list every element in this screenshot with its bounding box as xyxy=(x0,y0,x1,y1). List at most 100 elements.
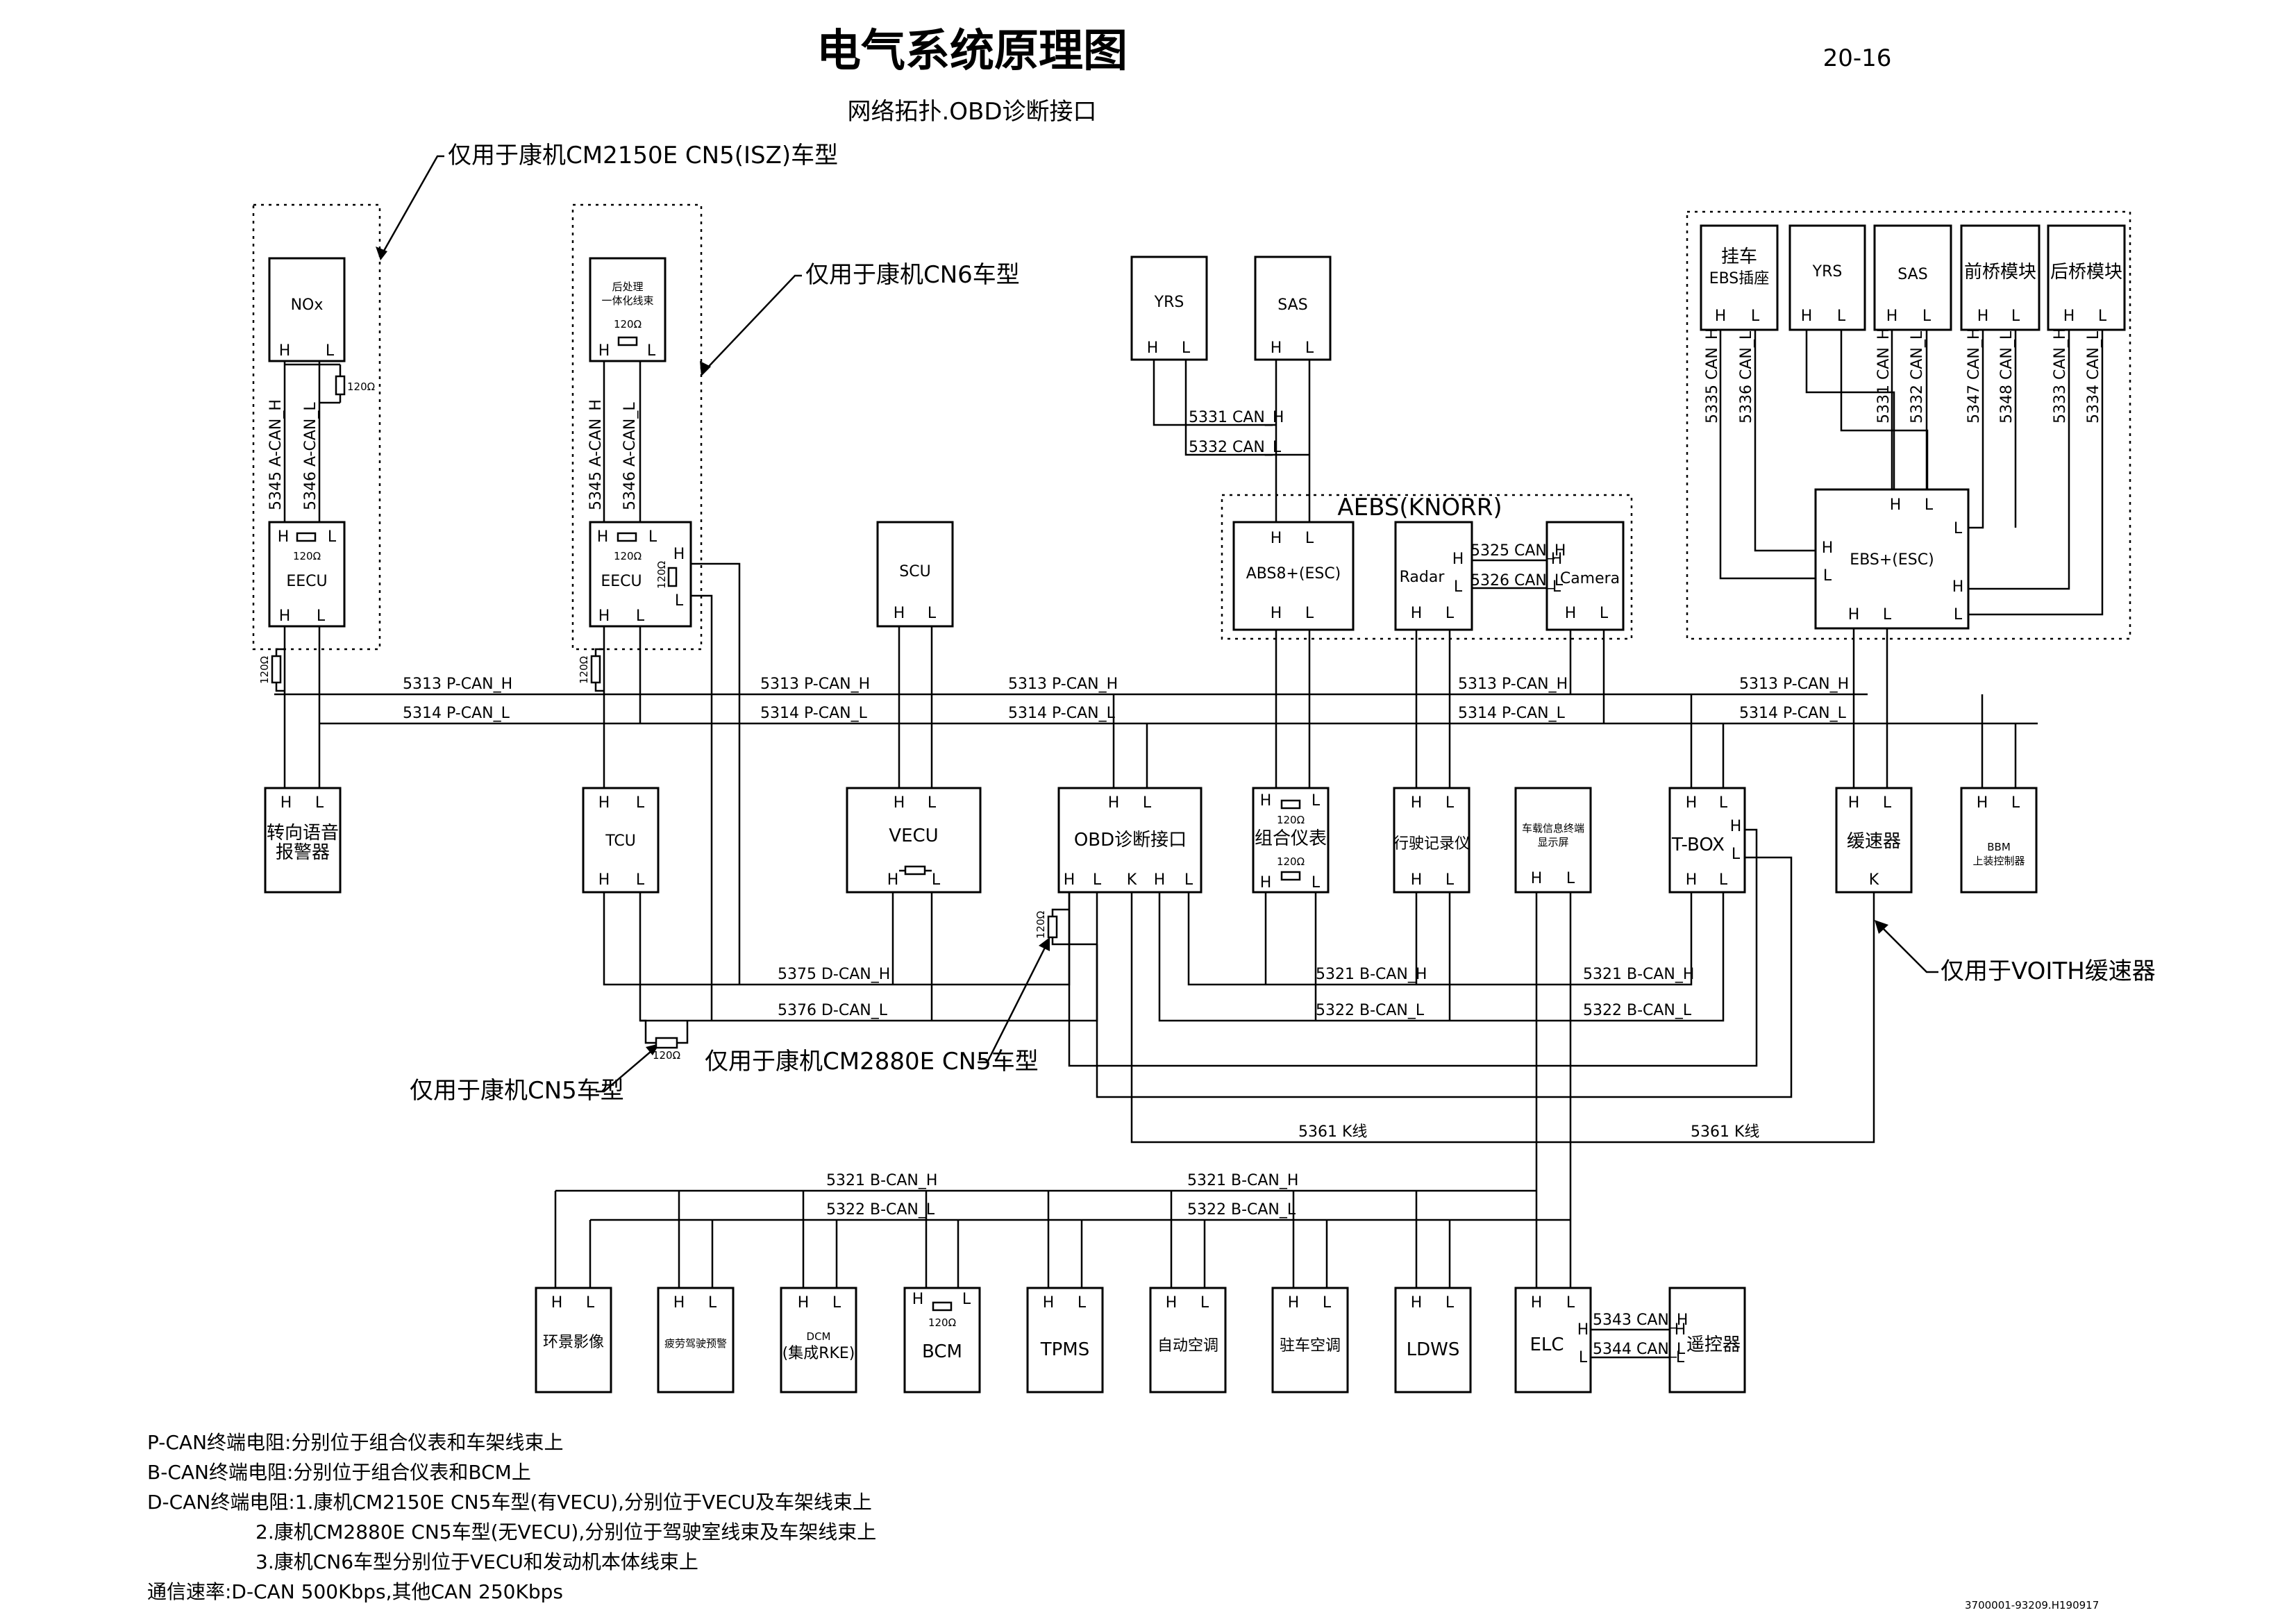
pin-l: L xyxy=(1312,792,1321,810)
pin-l: L xyxy=(2011,794,2020,812)
pin-h: H xyxy=(673,1294,685,1312)
module-turn-voice-label-2: 报警器 xyxy=(276,842,330,863)
module-telematics-label-2: 显示屏 xyxy=(1537,836,1568,848)
wire-label-5347: 5347 CAN_H xyxy=(1966,328,1983,424)
module-camera xyxy=(1545,521,1625,631)
pin-h: H xyxy=(1147,340,1159,357)
wire-label-5335: 5335 CAN_H xyxy=(1704,328,1721,424)
wire-label-kline: 5361 K线 xyxy=(1298,1123,1367,1141)
arrow-head-icon xyxy=(700,361,711,376)
footer-note-5: 3.康机CN6车型分别位于VECU和发动机本体线束上 xyxy=(255,1550,698,1573)
module-vecu xyxy=(846,787,982,894)
pin-h: H xyxy=(1288,1294,1300,1312)
pin-k: K xyxy=(1127,871,1137,889)
module-ebs-label: EBS+(ESC) xyxy=(1850,551,1934,569)
wire xyxy=(640,1019,656,1044)
pin-h: H xyxy=(598,871,610,889)
wire-label-pcan-l: 5314 P-CAN_L xyxy=(1739,705,1847,722)
pin-l: L xyxy=(1579,1349,1588,1366)
wire-label-pcan-h: 5313 P-CAN_H xyxy=(760,676,870,693)
pin-h: H xyxy=(1260,792,1272,810)
resistor-label: 120Ω xyxy=(614,550,642,562)
wire xyxy=(1968,330,1984,529)
module-scu xyxy=(876,521,954,628)
pin-l: L xyxy=(1305,530,1314,547)
module-radar-label: Radar xyxy=(1400,569,1446,586)
pin-l: L xyxy=(1143,794,1152,812)
pin-h: H xyxy=(1166,1294,1178,1312)
pin-h: H xyxy=(279,342,291,360)
wire-label-pcan-h: 5313 P-CAN_H xyxy=(1739,676,1849,693)
pin-h: H xyxy=(1531,1294,1543,1312)
wire-label-5331b: 5331 CAN_H xyxy=(1875,328,1893,424)
pin-l: L xyxy=(1922,308,1932,325)
resistor-icon xyxy=(1047,915,1058,939)
wire xyxy=(1719,330,1816,580)
pin-l: L xyxy=(326,342,335,360)
module-eecu-label: EECU xyxy=(601,573,642,590)
kline-bus xyxy=(1130,892,1875,1144)
wire xyxy=(1754,330,1816,552)
pin-h: H xyxy=(1271,340,1282,357)
page-subtitle: 网络拓扑.OBD诊断接口 xyxy=(847,98,1096,126)
leader-cm2150 xyxy=(379,155,444,258)
resistor-label: 120Ω xyxy=(347,380,375,393)
pin-h: H xyxy=(598,794,610,812)
wire xyxy=(1968,330,2104,616)
pin-h: H xyxy=(1715,308,1727,325)
arrow-head-icon xyxy=(1875,920,1888,934)
module-aftertreatment-label-2: 一体化线束 xyxy=(601,294,653,307)
pin-l: L xyxy=(586,1294,595,1312)
module-sas-ebs xyxy=(1873,224,1952,331)
pin-h: H xyxy=(598,608,610,625)
wire-label-5343: 5343 CAN_H xyxy=(1593,1312,1688,1329)
pin-h: H xyxy=(1801,308,1813,325)
resistor-icon xyxy=(655,1037,678,1049)
pin-h: H xyxy=(1848,606,1860,623)
wire xyxy=(1051,908,1069,916)
pin-h: H xyxy=(1686,871,1698,889)
footer-note-1: P-CAN终端电阻:分别位于组合仪表和车架线束上 xyxy=(147,1431,563,1454)
footer-note-6: 通信速率:D-CAN 500Kbps,其他CAN 250Kbps xyxy=(147,1580,563,1603)
pin-l: L xyxy=(1305,340,1314,357)
module-fatigue-label: 疲劳驾驶预警 xyxy=(664,1337,727,1350)
module-trailer-label-2: EBS插座 xyxy=(1709,270,1770,287)
module-aftertreatment-label-1: 后处理 xyxy=(612,281,643,293)
wire-label-bcan-l: 5322 B-CAN_L xyxy=(826,1201,935,1219)
pin-l: L xyxy=(1552,578,1561,596)
note-voith-only: 仅用于VOITH缓速器 xyxy=(1941,957,2156,985)
wire-label-5334: 5334 CAN_L xyxy=(2085,330,2102,424)
wire-label-acan-h: 5345 A-CAN_H xyxy=(267,399,285,510)
wire-label-pcan-l: 5314 P-CAN_L xyxy=(1008,705,1116,722)
pin-h: H xyxy=(1848,794,1860,812)
footer-note-2: B-CAN终端电阻:分别位于组合仪表和BCM上 xyxy=(147,1461,531,1484)
module-trailer-label-1: 挂车 xyxy=(1721,246,1757,267)
pin-h: H xyxy=(1890,496,1902,514)
wire xyxy=(275,683,285,692)
module-nox-label: NOx xyxy=(291,296,324,314)
pin-h: H xyxy=(1108,794,1120,812)
pin-h: H xyxy=(2063,308,2075,325)
wire xyxy=(1068,828,1758,1067)
pin-l: L xyxy=(647,342,656,360)
module-tbox xyxy=(1668,787,1746,894)
module-eecu-label: EECU xyxy=(286,573,327,590)
pin-l: L xyxy=(636,871,645,889)
module-bbm-label-1: BBM xyxy=(1987,841,2011,853)
module-bcm-label: BCM xyxy=(922,1341,962,1362)
pin-l: L xyxy=(1676,1349,1685,1366)
pin-h: H xyxy=(1952,578,1964,596)
pin-l: L xyxy=(1446,605,1455,622)
wire-label-bcan-l: 5322 B-CAN_L xyxy=(1316,1002,1425,1019)
pin-h: H xyxy=(1411,794,1423,812)
pin-h: H xyxy=(1977,794,1988,812)
pin-h: H xyxy=(673,546,685,563)
pin-h: H xyxy=(912,1291,924,1308)
resistor-icon xyxy=(667,567,678,587)
pin-h: H xyxy=(887,871,899,889)
pin-l: L xyxy=(2098,308,2107,325)
module-yrs xyxy=(1130,256,1208,361)
pin-l: L xyxy=(928,605,937,622)
resistor-label: 120Ω xyxy=(653,1049,680,1062)
resistor-icon xyxy=(1280,871,1301,881)
